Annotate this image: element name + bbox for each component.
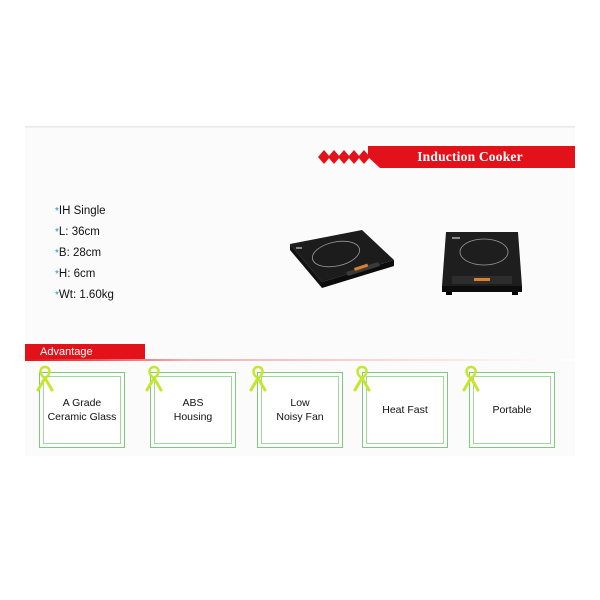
ribbon-icon: [36, 365, 54, 392]
feature-line: Ceramic Glass: [47, 411, 117, 423]
spec-item: *H: 6cm: [55, 266, 114, 287]
ribbon-icon: [353, 365, 371, 392]
feature-card: ABS Housing: [150, 372, 236, 448]
spec-text: Wt: 1.60kg: [58, 289, 114, 301]
spec-item: *IH Single: [55, 203, 114, 224]
induction-cooker-image: [290, 230, 394, 288]
feature-text: A Grade Ceramic Glass: [40, 396, 124, 424]
spec-text: L: 36cm: [58, 226, 100, 238]
ribbon-icon: [145, 365, 163, 392]
title-banner: Induction Cooker: [318, 146, 575, 168]
spec-text: H: 6cm: [58, 268, 96, 280]
spec-item: *L: 36cm: [55, 224, 114, 245]
banner-shape: [318, 146, 575, 168]
feature-text: Low Noisy Fan: [258, 396, 342, 424]
spec-list: *IH Single *L: 36cm *B: 28cm *H: 6cm *Wt…: [55, 203, 114, 308]
spec-item: *Wt: 1.60kg: [55, 287, 114, 308]
feature-text: ABS Housing: [151, 396, 235, 424]
bullet-star: *: [55, 206, 59, 217]
spec-text: B: 28cm: [58, 247, 102, 259]
feature-card: A Grade Ceramic Glass: [39, 372, 125, 448]
feature-line: A Grade: [62, 397, 102, 409]
ribbon-icon: [462, 365, 480, 392]
feature-card: Heat Fast: [362, 372, 448, 448]
bullet-star: *: [55, 290, 59, 301]
spec-text: IH Single: [58, 205, 106, 217]
card-inner-border: [43, 376, 121, 444]
feature-card: Low Noisy Fan: [257, 372, 343, 448]
card-inner-border: [366, 376, 444, 444]
card-inner-border: [261, 376, 339, 444]
feature-line: ABS: [182, 397, 204, 409]
bullet-star: *: [55, 269, 59, 280]
spec-item: *B: 28cm: [55, 245, 114, 266]
induction-cooker-image: [442, 232, 522, 295]
feature-line: Heat Fast: [382, 404, 428, 416]
advantage-label: Advantage: [40, 346, 93, 358]
bullet-star: *: [55, 248, 59, 259]
advantage-header-bar: [25, 344, 145, 360]
feature-line: Portable: [492, 404, 532, 416]
feature-line: Housing: [173, 411, 213, 423]
feature-text: Portable: [470, 403, 554, 417]
card-inner-border: [154, 376, 232, 444]
page-title: Induction Cooker: [417, 149, 523, 164]
feature-card: Portable: [469, 372, 555, 448]
ribbon-icon: [249, 365, 267, 392]
feature-line: Noisy Fan: [276, 411, 324, 423]
card-inner-border: [473, 376, 551, 444]
bullet-star: *: [55, 227, 59, 238]
feature-line: Low: [290, 397, 310, 409]
advantage-divider: [25, 359, 575, 361]
feature-text: Heat Fast: [363, 403, 447, 417]
